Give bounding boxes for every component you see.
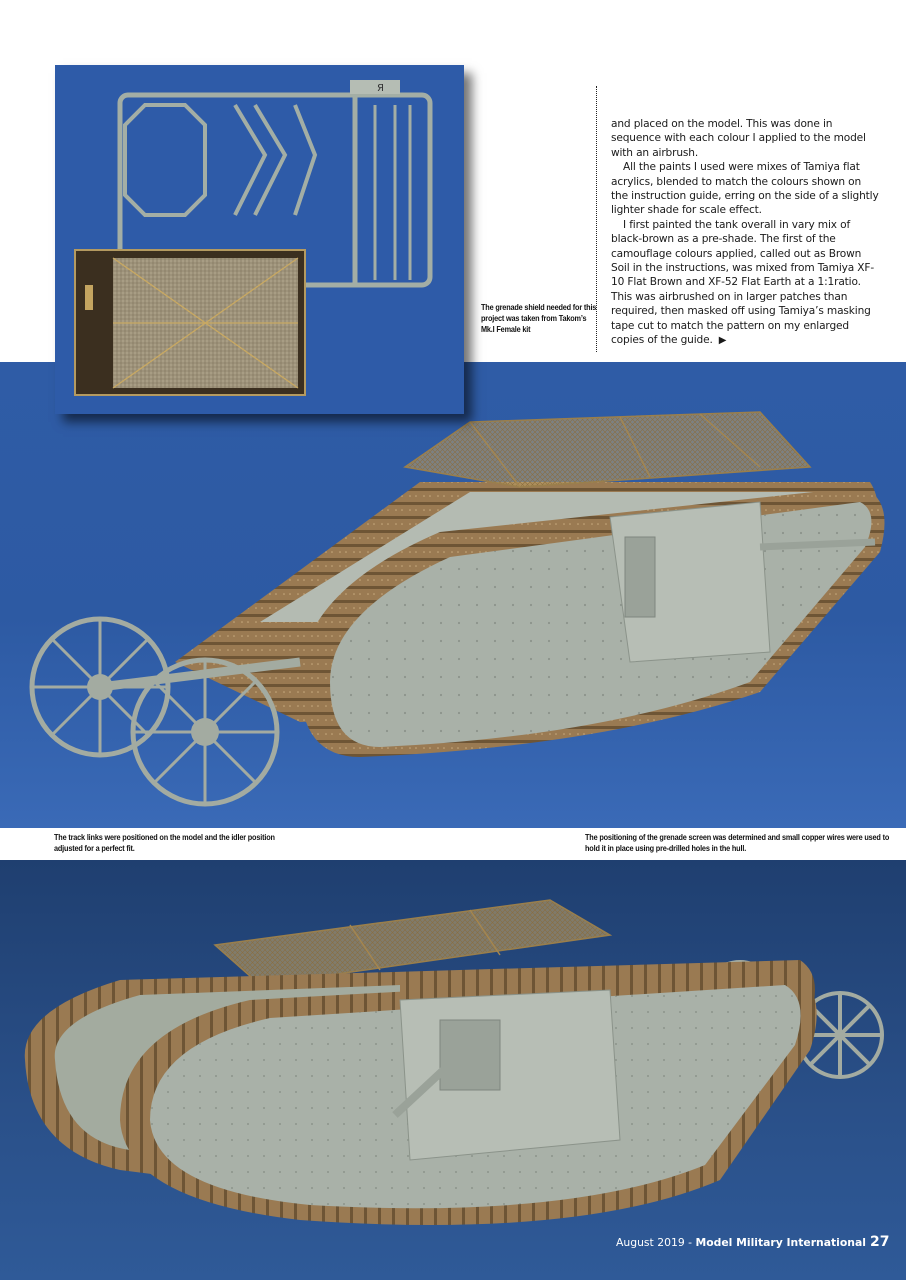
column-divider	[596, 86, 597, 352]
page-footer: August 2019 - Model Military Internation…	[616, 1234, 889, 1250]
caption-sprue: The grenade shield needed for this proje…	[481, 302, 597, 334]
article-body: and placed on the model. This was done i…	[611, 117, 881, 349]
tank-model-side-illustration	[24, 899, 884, 1225]
sprue-illustration: Я	[74, 80, 433, 396]
caption-grenade-screen: The positioning of the grenade screen wa…	[585, 832, 890, 853]
tank-model-illustration	[29, 411, 885, 807]
paragraph-1: and placed on the model. This was done i…	[611, 118, 866, 159]
issue-date: August 2019 -	[616, 1236, 696, 1249]
caption-track-links: The track links were positioned on the m…	[54, 832, 275, 853]
continue-arrow-icon: ▶	[718, 335, 727, 347]
paragraph-3: I first painted the tank overall in vary…	[611, 218, 881, 349]
page-number: 27	[869, 1234, 890, 1250]
photo-tank-with-tail-wheels	[0, 362, 906, 828]
paragraph-2: All the paints I used were mixes of Tami…	[611, 161, 879, 217]
photo-sprue-and-etch-fret: Я	[55, 65, 464, 414]
photo-tank-side-view	[0, 860, 906, 1280]
magazine-name: Model Military International	[695, 1236, 866, 1249]
sprue-tag: Я	[377, 83, 384, 94]
paragraph-3-text: I first painted the tank overall in vary…	[611, 218, 875, 347]
